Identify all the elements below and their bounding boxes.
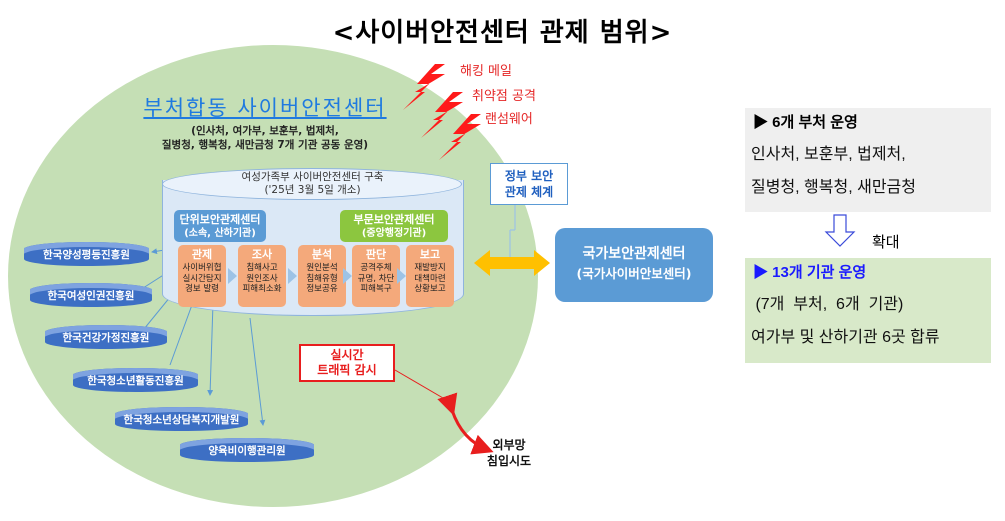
step-report: 보고 재발방지 대책마련 상황보고 — [406, 245, 454, 307]
step-line: 침해사고 — [246, 263, 278, 273]
joint-cyber-center-subtitle: (인사처, 여가부, 보훈부, 법제처, 질병청, 행복청, 새만금청 7개 기… — [120, 124, 410, 152]
step-head: 조사 — [251, 248, 273, 261]
unit-security-center: 단위보안관제센터 (소속, 산하기관) — [174, 210, 266, 242]
panel-after-line-2: 여가부 및 산하기관 6곳 합류 — [751, 329, 940, 346]
external-intrusion-attempt: 외부망 침입시도 — [478, 437, 540, 469]
intrusion-line-2: 침입시도 — [486, 454, 532, 468]
step-line: 침해유형 — [306, 273, 338, 284]
step-arrow-icon — [343, 268, 352, 284]
step-line: 실시간탐지 — [182, 273, 222, 284]
mogef-center-open-date: ('25년 3월 5일 개소) — [264, 184, 361, 196]
threat-vulnerability-attack: 취약점 공격 — [472, 89, 536, 104]
national-center-alias: (국가사이버안보센터) — [576, 266, 692, 281]
step-line: 공격주체 — [360, 263, 392, 273]
panel-before-line-2: 질병청, 행복청, 새만금청 — [751, 179, 916, 196]
step-head: 분석 — [311, 248, 333, 261]
step-line: 경보 발령 — [185, 284, 219, 294]
threat-ransomware: 랜섬웨어 — [485, 112, 533, 127]
mogef-center-title: 여성가족부 사이버안전센터 구축 ('25년 3월 5일 개소) — [170, 171, 455, 197]
panel-after-head: ▶ 13개 기관 운영 — [753, 264, 867, 281]
realtime-line-1: 실시간 — [330, 348, 364, 362]
unit-center-name: 단위보안관제센터 — [179, 213, 261, 226]
gov-security-monitoring-system: 정부 보안 관제 체계 — [490, 163, 568, 205]
step-line: 재발방지 — [414, 263, 446, 273]
subtitle-line-1: (인사처, 여가부, 보훈부, 법제처, — [191, 125, 339, 137]
panel-after-line-1: (7개 부처, 6개 기관) — [751, 296, 904, 313]
step-line: 상황보고 — [414, 284, 446, 294]
step-head: 판단 — [365, 248, 387, 261]
step-line: 원인분석 — [306, 263, 338, 273]
joint-cyber-center-title: 부처합동 사이버안전센터 — [143, 96, 387, 120]
panel-before-expansion: ▶ 6개 부처 운영 인사처, 보훈부, 법제처, 질병청, 행복청, 새만금청 — [745, 108, 991, 212]
step-line: 사이버위협 — [182, 263, 222, 273]
gov-system-line-1: 정부 보안 — [504, 169, 554, 183]
step-arrow-icon — [228, 268, 237, 284]
agency-gender-equality: 한국양성평등진흥원 — [24, 242, 149, 266]
step-head: 관제 — [191, 248, 213, 261]
step-line: 대책마련 — [414, 273, 446, 284]
gov-system-line-2: 관제 체계 — [504, 185, 554, 199]
lightning-icons — [403, 64, 481, 160]
agency-youth-counseling: 한국청소년상담복지개발원 — [115, 407, 248, 431]
page-title: <사이버안전센터 관제 범위> — [332, 18, 673, 48]
step-arrow-icon — [397, 268, 406, 284]
sector-center-name: 부문보안관제센터 — [353, 213, 435, 226]
threat-hacking-mail: 해킹 메일 — [460, 64, 512, 79]
step-analysis: 분석 원인분석 침해유형 정보공유 — [298, 245, 346, 307]
step-head: 보고 — [419, 248, 441, 261]
sector-security-center: 부문보안관제센터 (중앙행정기관) — [340, 210, 448, 242]
step-arrow-icon — [288, 268, 297, 284]
mogef-center-name: 여성가족부 사이버안전센터 구축 — [241, 171, 384, 183]
subtitle-line-2: 질병청, 행복청, 새만금청 7개 기관 공동 운영) — [161, 139, 369, 151]
step-monitoring: 관제 사이버위협 실시간탐지 경보 발령 — [178, 245, 226, 307]
sector-center-scope: (중앙행정기관) — [361, 228, 427, 239]
realtime-monitor-line — [394, 369, 456, 406]
lightning-icon — [439, 114, 481, 160]
agency-child-support: 양육비이행관리원 — [180, 438, 314, 462]
agency-women-human-rights: 한국여성인권진흥원 — [30, 283, 152, 307]
panel-after-expansion: ▶ 13개 기관 운영 (7개 부처, 6개 기관) 여가부 및 산하기관 6곳… — [745, 258, 991, 363]
lightning-icon — [403, 64, 445, 110]
step-line: 원인조사 — [246, 273, 278, 284]
national-security-center: 국가보안관제센터 (국가사이버안보센터) — [555, 228, 713, 302]
agency-healthy-family: 한국건강가정진흥원 — [45, 325, 167, 349]
step-line: 정보공유 — [306, 284, 338, 294]
realtime-line-2: 트래픽 감시 — [317, 363, 377, 377]
lightning-icon — [421, 92, 463, 138]
step-line: 규명, 차단 — [357, 273, 395, 284]
bidirectional-arrow-icon — [474, 250, 550, 276]
national-center-name: 국가보안관제센터 — [582, 246, 686, 262]
unit-center-scope: (소속, 산하기관) — [184, 228, 256, 239]
panel-before-line-1: 인사처, 보훈부, 법제처, — [751, 146, 906, 163]
step-line: 피해최소화 — [242, 284, 282, 294]
mogef-center-cylinder-top — [162, 168, 462, 200]
step-investigation: 조사 침해사고 원인조사 피해최소화 — [238, 245, 286, 307]
step-judgment: 판단 공격주체 규명, 차단 피해복구 — [352, 245, 400, 307]
panel-before-head: ▶ 6개 부처 운영 — [753, 114, 858, 131]
agency-youth-activity: 한국청소년활동진흥원 — [73, 368, 198, 392]
realtime-traffic-monitoring: 실시간 트래픽 감시 — [299, 344, 395, 382]
intrusion-line-1: 외부망 — [492, 438, 526, 452]
expand-label: 확대 — [872, 234, 900, 251]
intrusion-arrow-icon — [437, 392, 494, 455]
expand-down-arrow-icon — [824, 214, 856, 247]
connector-line — [249, 317, 266, 426]
step-line: 피해복구 — [360, 284, 392, 294]
